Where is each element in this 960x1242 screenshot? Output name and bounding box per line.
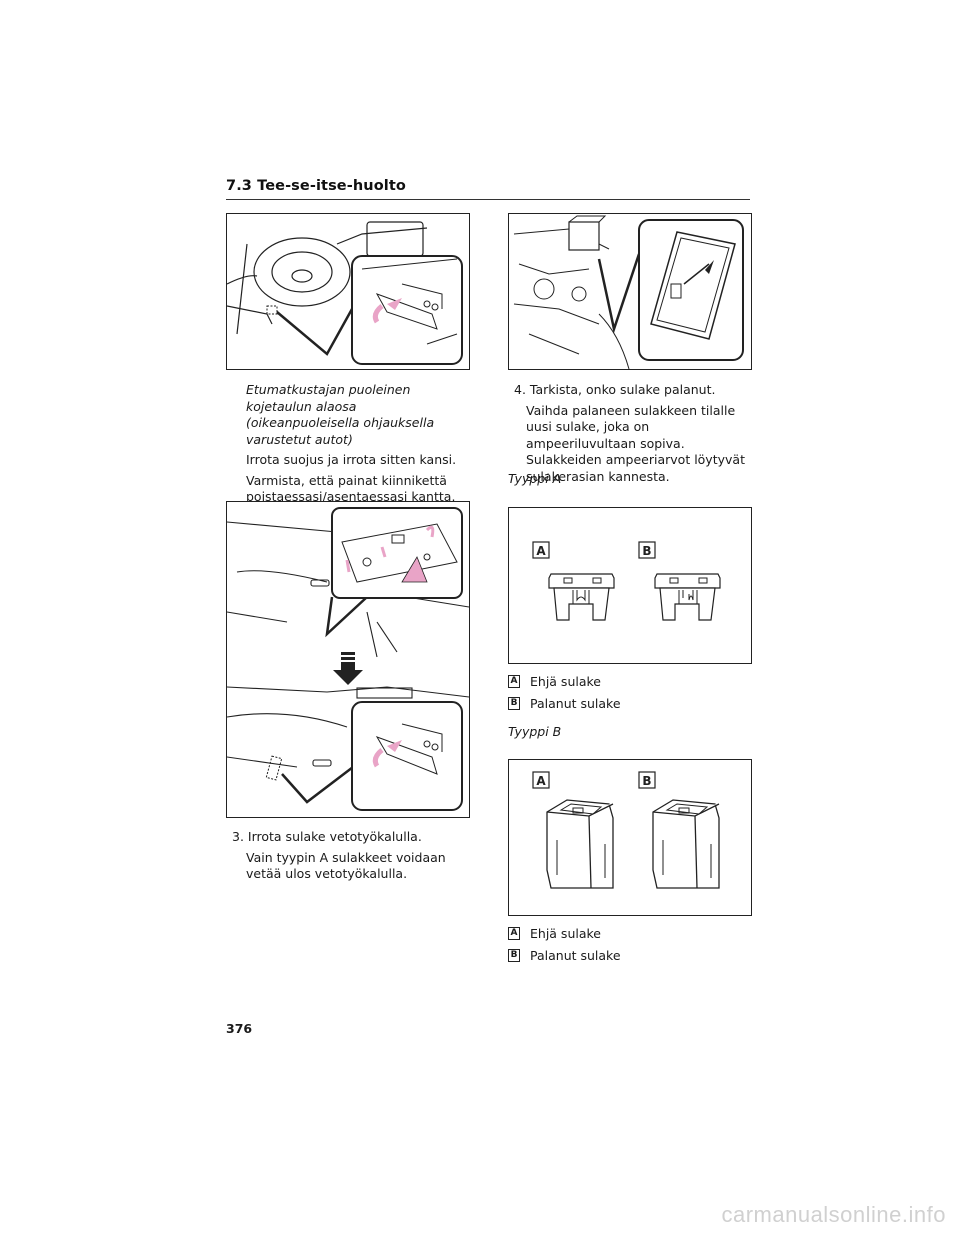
legend-item: B Palanut sulake — [508, 945, 621, 965]
header-divider — [226, 199, 750, 200]
legend-text: Ehjä sulake — [530, 925, 601, 941]
type-a-heading: Tyyppi A — [508, 471, 562, 486]
watermark-label: carmanualsonline.info — [721, 1202, 946, 1227]
left-text-block: Etumatkustajan puoleinen kojetaulun alao… — [246, 382, 468, 510]
legend-key: B — [508, 696, 520, 710]
figure-caption: Etumatkustajan puoleinen kojetaulun alao… — [246, 382, 435, 447]
step-4-body: Vaihda palaneen sulakkeen tilalle uusi s… — [526, 402, 745, 484]
figure-cover-removal — [226, 501, 470, 818]
legend-key: A — [508, 926, 520, 940]
legend-item: B Palanut sulake — [508, 693, 621, 713]
instruction-press-clip: Varmista, että painat kiinnikettä poista… — [246, 472, 456, 505]
instruction-remove-cover: Irrota suojus ja irrota sitten kansi. — [246, 452, 457, 467]
legend-key: B — [508, 948, 520, 962]
figure-dashboard-panel — [226, 213, 470, 370]
legend-key: A — [508, 674, 520, 688]
legend-item: A Ehjä sulake — [508, 671, 621, 691]
legend-type-b: A Ehjä sulake B Palanut sulake — [508, 923, 621, 965]
fig-a-label-b: B — [642, 544, 651, 558]
step-4-title: 4. Tarkista, onko sulake palanut. — [514, 382, 716, 397]
watermark-text: carmanualsonline.info — [0, 1202, 960, 1228]
type-b-heading: Tyyppi B — [508, 724, 562, 739]
step-4-block: 4. Tarkista, onko sulake palanut. Vaihda… — [514, 382, 750, 485]
figure-fuse-type-b: A B — [508, 759, 752, 916]
fig-a-label-a: A — [536, 544, 546, 558]
legend-text: Palanut sulake — [530, 947, 621, 963]
step-3-block: 3. Irrota sulake vetotyökalulla. Vain ty… — [232, 829, 472, 883]
fig-b-label-a: A — [536, 774, 546, 788]
legend-item: A Ehjä sulake — [508, 923, 621, 943]
legend-type-a: A Ehjä sulake B Palanut sulake — [508, 671, 621, 713]
figure-fuse-type-a: A B — [508, 507, 752, 664]
figure-engine-fusebox — [508, 213, 752, 370]
legend-text: Palanut sulake — [530, 695, 621, 711]
fig-b-label-b: B — [642, 774, 651, 788]
page-number: 376 — [226, 1021, 253, 1036]
legend-text: Ehjä sulake — [530, 673, 601, 689]
step-3-body: Vain tyypin A sulakkeet voidaan vetää ul… — [246, 849, 446, 882]
step-3-title: 3. Irrota sulake vetotyökalulla. — [232, 829, 422, 844]
section-title: 7.3 Tee-se-itse-huolto — [226, 178, 406, 194]
